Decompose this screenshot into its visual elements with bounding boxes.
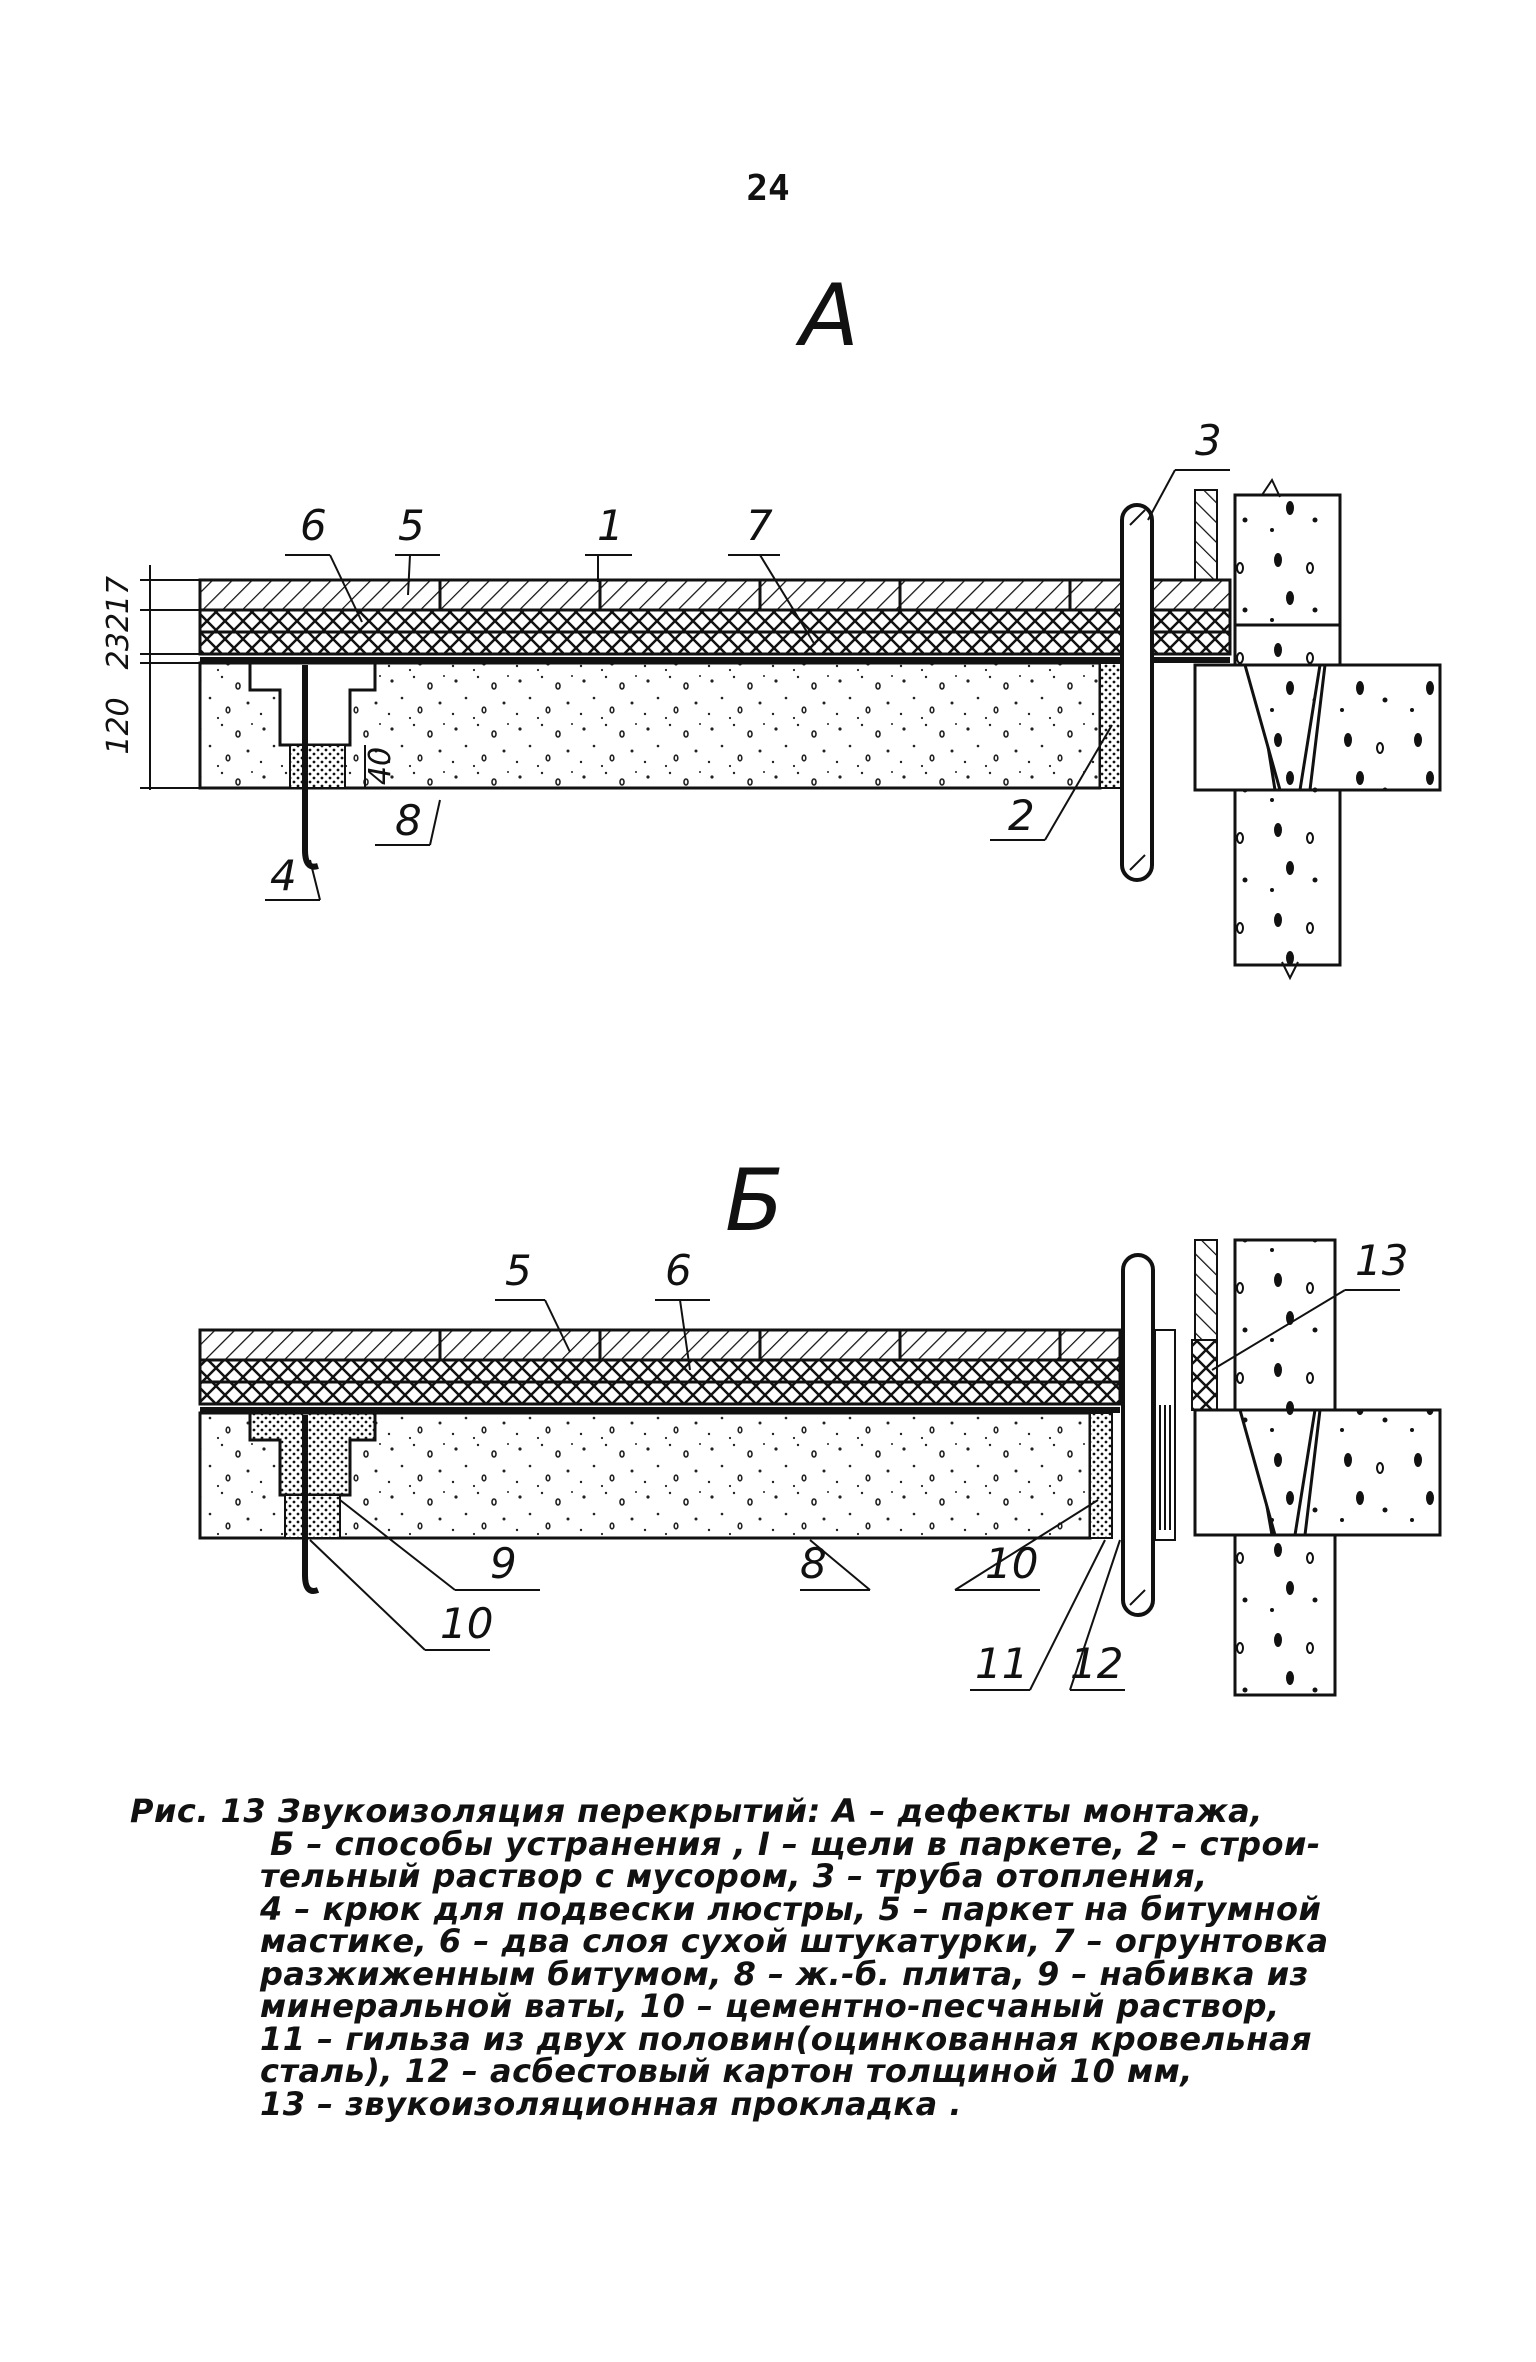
callout-b-10-left: 10 (440, 1599, 493, 1648)
figure-b: Б (198, 1151, 1442, 1697)
plaster-layer-bottom (198, 630, 1232, 656)
brick-wall-lower (1233, 788, 1342, 967)
chandelier-hook-b (302, 1415, 320, 1594)
callout-b-13: 13 (1355, 1236, 1408, 1285)
callout-b-5: 5 (505, 1246, 532, 1295)
heating-pipe (1120, 503, 1154, 882)
figure-a: A (101, 266, 1442, 981)
dim-32: 32 (101, 613, 136, 651)
callout-a-5: 5 (398, 501, 425, 550)
wall-plaster-strip (1194, 489, 1218, 581)
callout-b-9: 9 (490, 1539, 517, 1588)
caption-line: минеральной ваты, 10 – цементно-песчаный… (260, 1987, 1280, 2025)
figure-caption: Рис. 13 Звукоизоляция перекрытий: А – де… (130, 1795, 1380, 2120)
callout-a-4: 4 (270, 851, 297, 900)
callout-a-8: 8 (395, 796, 422, 845)
dim-40: 40 (363, 747, 398, 785)
heating-pipe-b (1121, 1253, 1155, 1617)
parquet-joints (438, 580, 1072, 610)
callout-b-11: 11 (975, 1639, 1028, 1688)
callout-b-12: 12 (1070, 1639, 1123, 1688)
caption-line: 4 – крюк для подвески люстры, 5 – паркет… (260, 1889, 1322, 1928)
caption-line: Б – способы устранения , I – щели в парк… (270, 1824, 1321, 1863)
callout-a-3: 3 (1195, 416, 1222, 465)
parquet-layer-b (198, 1328, 1122, 1362)
callout-leaders-a (265, 469, 1230, 901)
plaster-layer-b-bottom (198, 1380, 1122, 1406)
page-number: 24 (746, 168, 790, 209)
brick-wall-upper (1233, 493, 1342, 627)
caption-line: Рис. 13 Звукоизоляция перекрытий: А – де… (130, 1792, 1263, 1830)
cement-mortar-fill (284, 1494, 341, 1539)
callout-b-10-right: 10 (985, 1539, 1038, 1588)
dim-17: 17 (101, 576, 136, 614)
caption-line: 11 – гильза из двух половин(оцинкованная… (260, 2019, 1313, 2058)
callout-b-6: 6 (665, 1246, 692, 1295)
plaster-layer-top (198, 608, 1232, 634)
recess-fill (289, 744, 346, 789)
figure-a-title: A (795, 266, 859, 366)
caption-line: сталь), 12 – асбестовый картон толщиной … (260, 2052, 1193, 2090)
caption-line: мастике, 6 – два слоя сухой штукатурки, … (260, 1922, 1329, 1960)
dimension-lines (140, 565, 366, 790)
caption-line: разжиженным битумом, 8 – ж.-б. плита, 9 … (260, 1954, 1309, 1993)
brick-wall-b-lower (1233, 1533, 1337, 1697)
callout-b-8: 8 (800, 1539, 827, 1588)
callout-a-2: 2 (1008, 791, 1035, 840)
callout-a-7: 7 (746, 501, 773, 550)
callout-leaders-b (309, 1289, 1400, 1691)
hook-recess (248, 661, 377, 747)
caption-line: 13 – звукоизоляционная прокладка . (260, 2084, 963, 2123)
chandelier-hook (302, 665, 319, 870)
dim-120: 120 (101, 697, 136, 754)
caption-line: тельный раствор с мусором, 3 – труба ото… (260, 1857, 1208, 1895)
figure-b-title: Б (725, 1151, 784, 1251)
soundproof-gasket (1191, 1339, 1218, 1411)
floor-slab-right (1308, 663, 1442, 792)
mineral-wool-fill (248, 1411, 377, 1497)
dim-2: 2 (101, 650, 136, 669)
plaster-layer-b-top (198, 1358, 1122, 1384)
callout-a-6: 6 (300, 501, 327, 550)
callout-a-1: 1 (597, 501, 624, 550)
cement-mortar-end (1089, 1412, 1113, 1539)
